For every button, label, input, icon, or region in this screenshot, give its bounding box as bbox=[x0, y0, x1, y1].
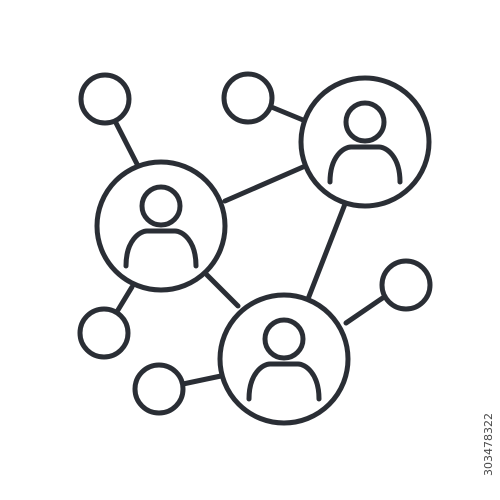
edge-left-hub-to-bottom-hub bbox=[204, 272, 241, 309]
node-circle-icon bbox=[132, 362, 186, 416]
node-circle-icon bbox=[78, 72, 132, 126]
node-circle-icon bbox=[221, 71, 275, 125]
edge-top-node-to-right-hub bbox=[266, 103, 306, 123]
edge-right-node-to-bottom-hub bbox=[343, 294, 387, 326]
edge-right-hub-to-bottom-hub bbox=[305, 201, 348, 302]
small-nodes bbox=[77, 71, 433, 416]
person-icon bbox=[327, 100, 403, 185]
node-circle-icon bbox=[77, 306, 131, 360]
image-id-label: 303478322 bbox=[480, 388, 496, 500]
edge-left-hub-to-right-hub bbox=[222, 164, 306, 204]
connection-lines bbox=[111, 103, 387, 387]
person-icon bbox=[123, 184, 199, 269]
image-id-text: 303478322 bbox=[481, 413, 495, 476]
person-icon bbox=[246, 317, 322, 402]
node-circle-icon bbox=[379, 258, 433, 312]
hub-left bbox=[94, 159, 228, 293]
hub-right bbox=[298, 75, 432, 209]
edge-bottom-node-to-bottom-hub bbox=[180, 373, 224, 387]
hub-bottom bbox=[217, 292, 351, 426]
edge-topleft-node-to-left-hub bbox=[111, 116, 140, 167]
edge-bottomleft-node-to-left-hub bbox=[115, 284, 135, 313]
